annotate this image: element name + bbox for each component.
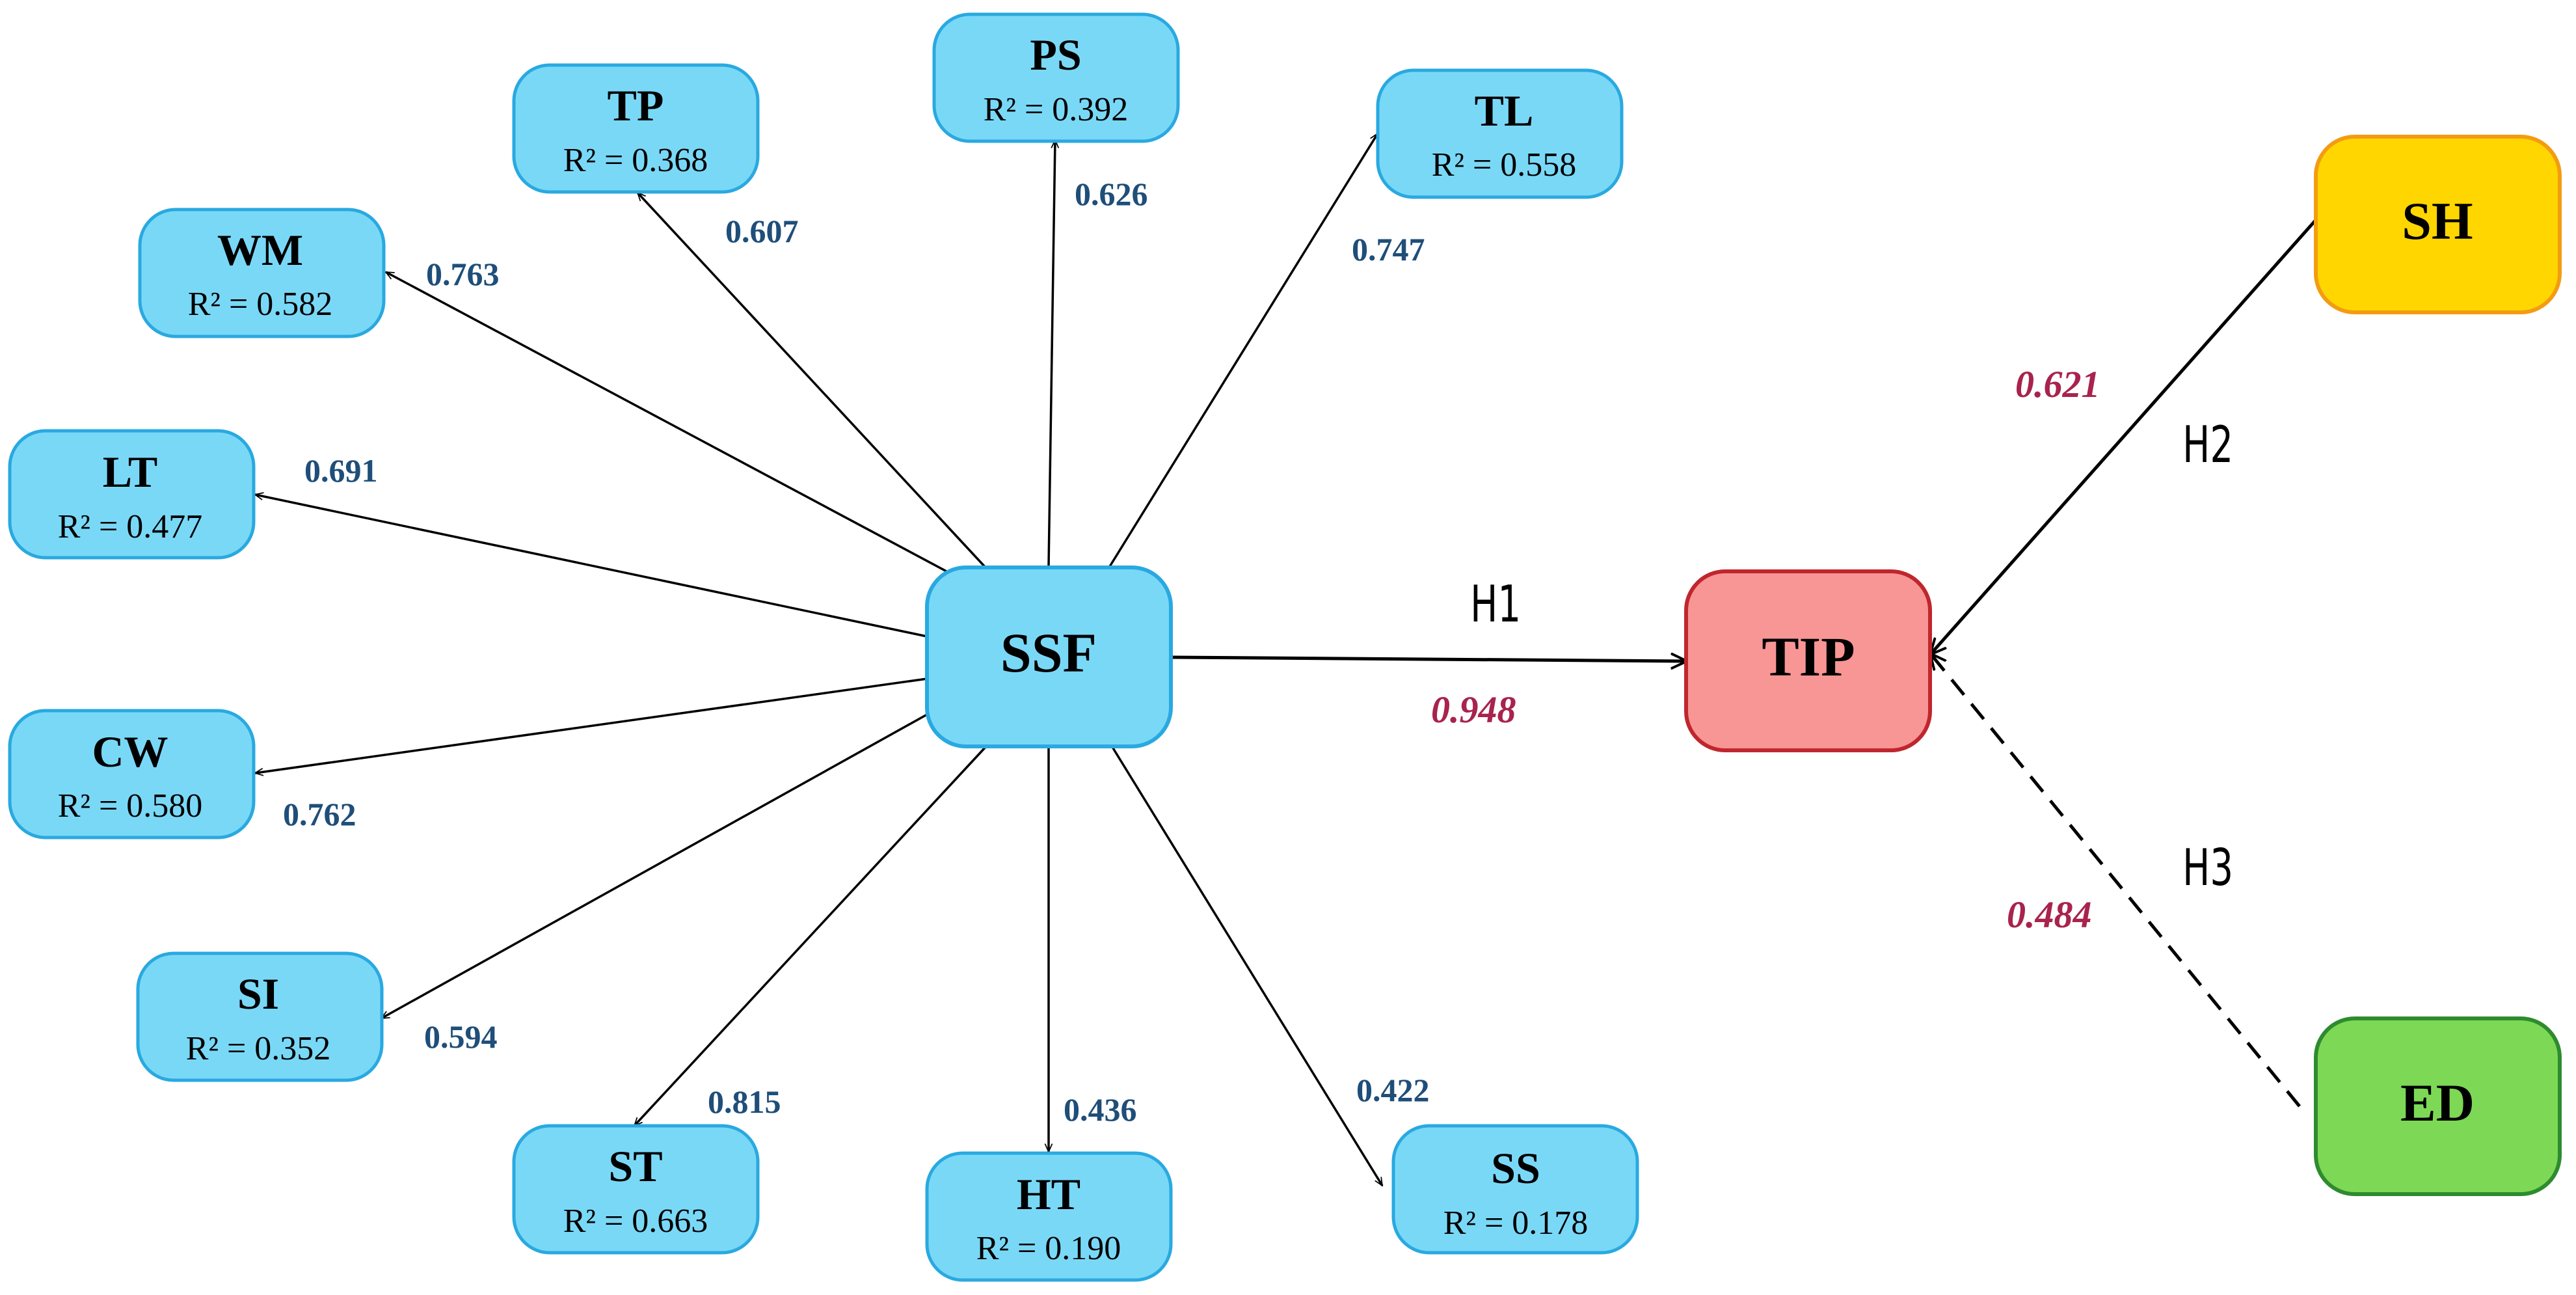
path-coefficients: 0.948 0.621 0.484 bbox=[1431, 363, 2100, 936]
arrow-ssf-tp bbox=[637, 193, 987, 569]
node-tl-box bbox=[1376, 68, 1624, 199]
node-tl: TL R² = 0.558 bbox=[1376, 68, 1624, 199]
loading-cw: 0.762 bbox=[283, 796, 356, 832]
node-sh-label: SH bbox=[2402, 191, 2473, 251]
node-tip-box bbox=[1684, 569, 1932, 752]
node-tl-label: TL bbox=[1475, 86, 1534, 135]
node-st: ST R² = 0.663 bbox=[512, 1124, 760, 1255]
node-cw: CW R² = 0.580 bbox=[8, 709, 256, 839]
node-ssf-box bbox=[925, 566, 1173, 748]
node-ss-box bbox=[1391, 1124, 1639, 1255]
hypothesis-labels: H1 H2 H3 bbox=[1470, 416, 2233, 898]
measurement-arrows bbox=[255, 133, 1384, 1186]
node-ed-label: ED bbox=[2400, 1073, 2475, 1132]
loading-wm: 0.763 bbox=[426, 256, 500, 292]
node-ss: SS R² = 0.178 bbox=[1391, 1124, 1639, 1255]
path-h1-ssf-tip bbox=[1170, 657, 1686, 661]
hypothesis-h3: H3 bbox=[2182, 839, 2233, 898]
loading-tl: 0.747 bbox=[1352, 231, 1425, 267]
arrow-ssf-cw bbox=[255, 677, 928, 773]
node-lt-r2: R² = 0.477 bbox=[58, 508, 203, 545]
node-cw-box bbox=[8, 709, 256, 839]
node-lt-box bbox=[8, 429, 256, 560]
node-lt: LT R² = 0.477 bbox=[8, 429, 256, 560]
node-tp-label: TP bbox=[608, 81, 664, 130]
arrow-ssf-tl bbox=[1108, 133, 1379, 568]
node-st-r2: R² = 0.663 bbox=[563, 1203, 708, 1240]
loading-labels: 0.626 0.607 0.747 0.763 0.691 0.762 0.59… bbox=[283, 176, 1430, 1128]
node-ps-label: PS bbox=[1030, 30, 1081, 79]
node-st-label: ST bbox=[608, 1141, 662, 1191]
node-ed-box bbox=[2314, 1016, 2562, 1196]
node-sh: SH bbox=[2314, 135, 2562, 314]
node-ps-r2: R² = 0.392 bbox=[984, 91, 1129, 128]
node-si-box bbox=[136, 951, 384, 1082]
node-cw-label: CW bbox=[92, 727, 168, 776]
node-cw-r2: R² = 0.580 bbox=[58, 787, 203, 825]
coef-h1: 0.948 bbox=[1431, 688, 1516, 731]
node-wm: WM R² = 0.582 bbox=[138, 208, 386, 338]
coef-h2: 0.621 bbox=[2015, 363, 2100, 405]
arrow-ssf-ps bbox=[1047, 140, 1055, 567]
arrow-ssf-lt bbox=[255, 495, 928, 638]
arrow-ssf-si bbox=[381, 713, 928, 1020]
node-tp-box bbox=[512, 63, 760, 194]
node-ht: HT R² = 0.190 bbox=[925, 1151, 1173, 1282]
arrow-ssf-st bbox=[634, 746, 987, 1126]
node-si-label: SI bbox=[237, 969, 279, 1018]
coef-h3: 0.484 bbox=[2007, 893, 2092, 936]
node-lt-label: LT bbox=[103, 447, 157, 497]
hypothesis-h1: H1 bbox=[1470, 575, 1521, 634]
node-wm-box bbox=[138, 208, 386, 338]
loading-st: 0.815 bbox=[708, 1084, 781, 1120]
loading-lt: 0.691 bbox=[304, 452, 378, 489]
loading-ht: 0.436 bbox=[1064, 1091, 1137, 1128]
node-tp: TP R² = 0.368 bbox=[512, 63, 760, 194]
node-tip: TIP bbox=[1684, 569, 1932, 752]
node-st-box bbox=[512, 1124, 760, 1255]
node-wm-label: WM bbox=[217, 225, 303, 275]
structural-paths bbox=[1170, 219, 2317, 1108]
loading-ps: 0.626 bbox=[1075, 176, 1148, 212]
node-ht-box bbox=[925, 1151, 1173, 1282]
path-h3-ed-tip bbox=[1931, 654, 2301, 1108]
node-ps-box bbox=[932, 12, 1180, 143]
node-ht-label: HT bbox=[1017, 1169, 1080, 1219]
node-ps: PS R² = 0.392 bbox=[932, 12, 1180, 143]
node-ss-r2: R² = 0.178 bbox=[1443, 1205, 1589, 1242]
node-tp-r2: R² = 0.368 bbox=[563, 142, 708, 179]
node-ssf-label: SSF bbox=[1000, 621, 1097, 684]
node-sh-box bbox=[2314, 135, 2562, 314]
path-h2-sh-tip bbox=[1931, 219, 2317, 654]
loading-si: 0.594 bbox=[424, 1018, 498, 1055]
arrow-ssf-wm bbox=[386, 271, 968, 584]
node-ssf: SSF bbox=[925, 566, 1173, 748]
node-ht-r2: R² = 0.190 bbox=[976, 1230, 1121, 1267]
loading-ss: 0.422 bbox=[1356, 1072, 1430, 1108]
node-wm-r2: R² = 0.582 bbox=[188, 286, 333, 323]
node-tip-label: TIP bbox=[1762, 625, 1855, 688]
arrow-ssf-ss bbox=[1111, 746, 1384, 1186]
loading-tp: 0.607 bbox=[725, 213, 799, 249]
node-si: SI R² = 0.352 bbox=[136, 951, 384, 1082]
node-ss-label: SS bbox=[1491, 1143, 1540, 1193]
node-tl-r2: R² = 0.558 bbox=[1432, 146, 1577, 184]
node-si-r2: R² = 0.352 bbox=[186, 1030, 331, 1067]
node-ed: ED bbox=[2314, 1016, 2562, 1196]
hypothesis-h2: H2 bbox=[2182, 416, 2233, 475]
